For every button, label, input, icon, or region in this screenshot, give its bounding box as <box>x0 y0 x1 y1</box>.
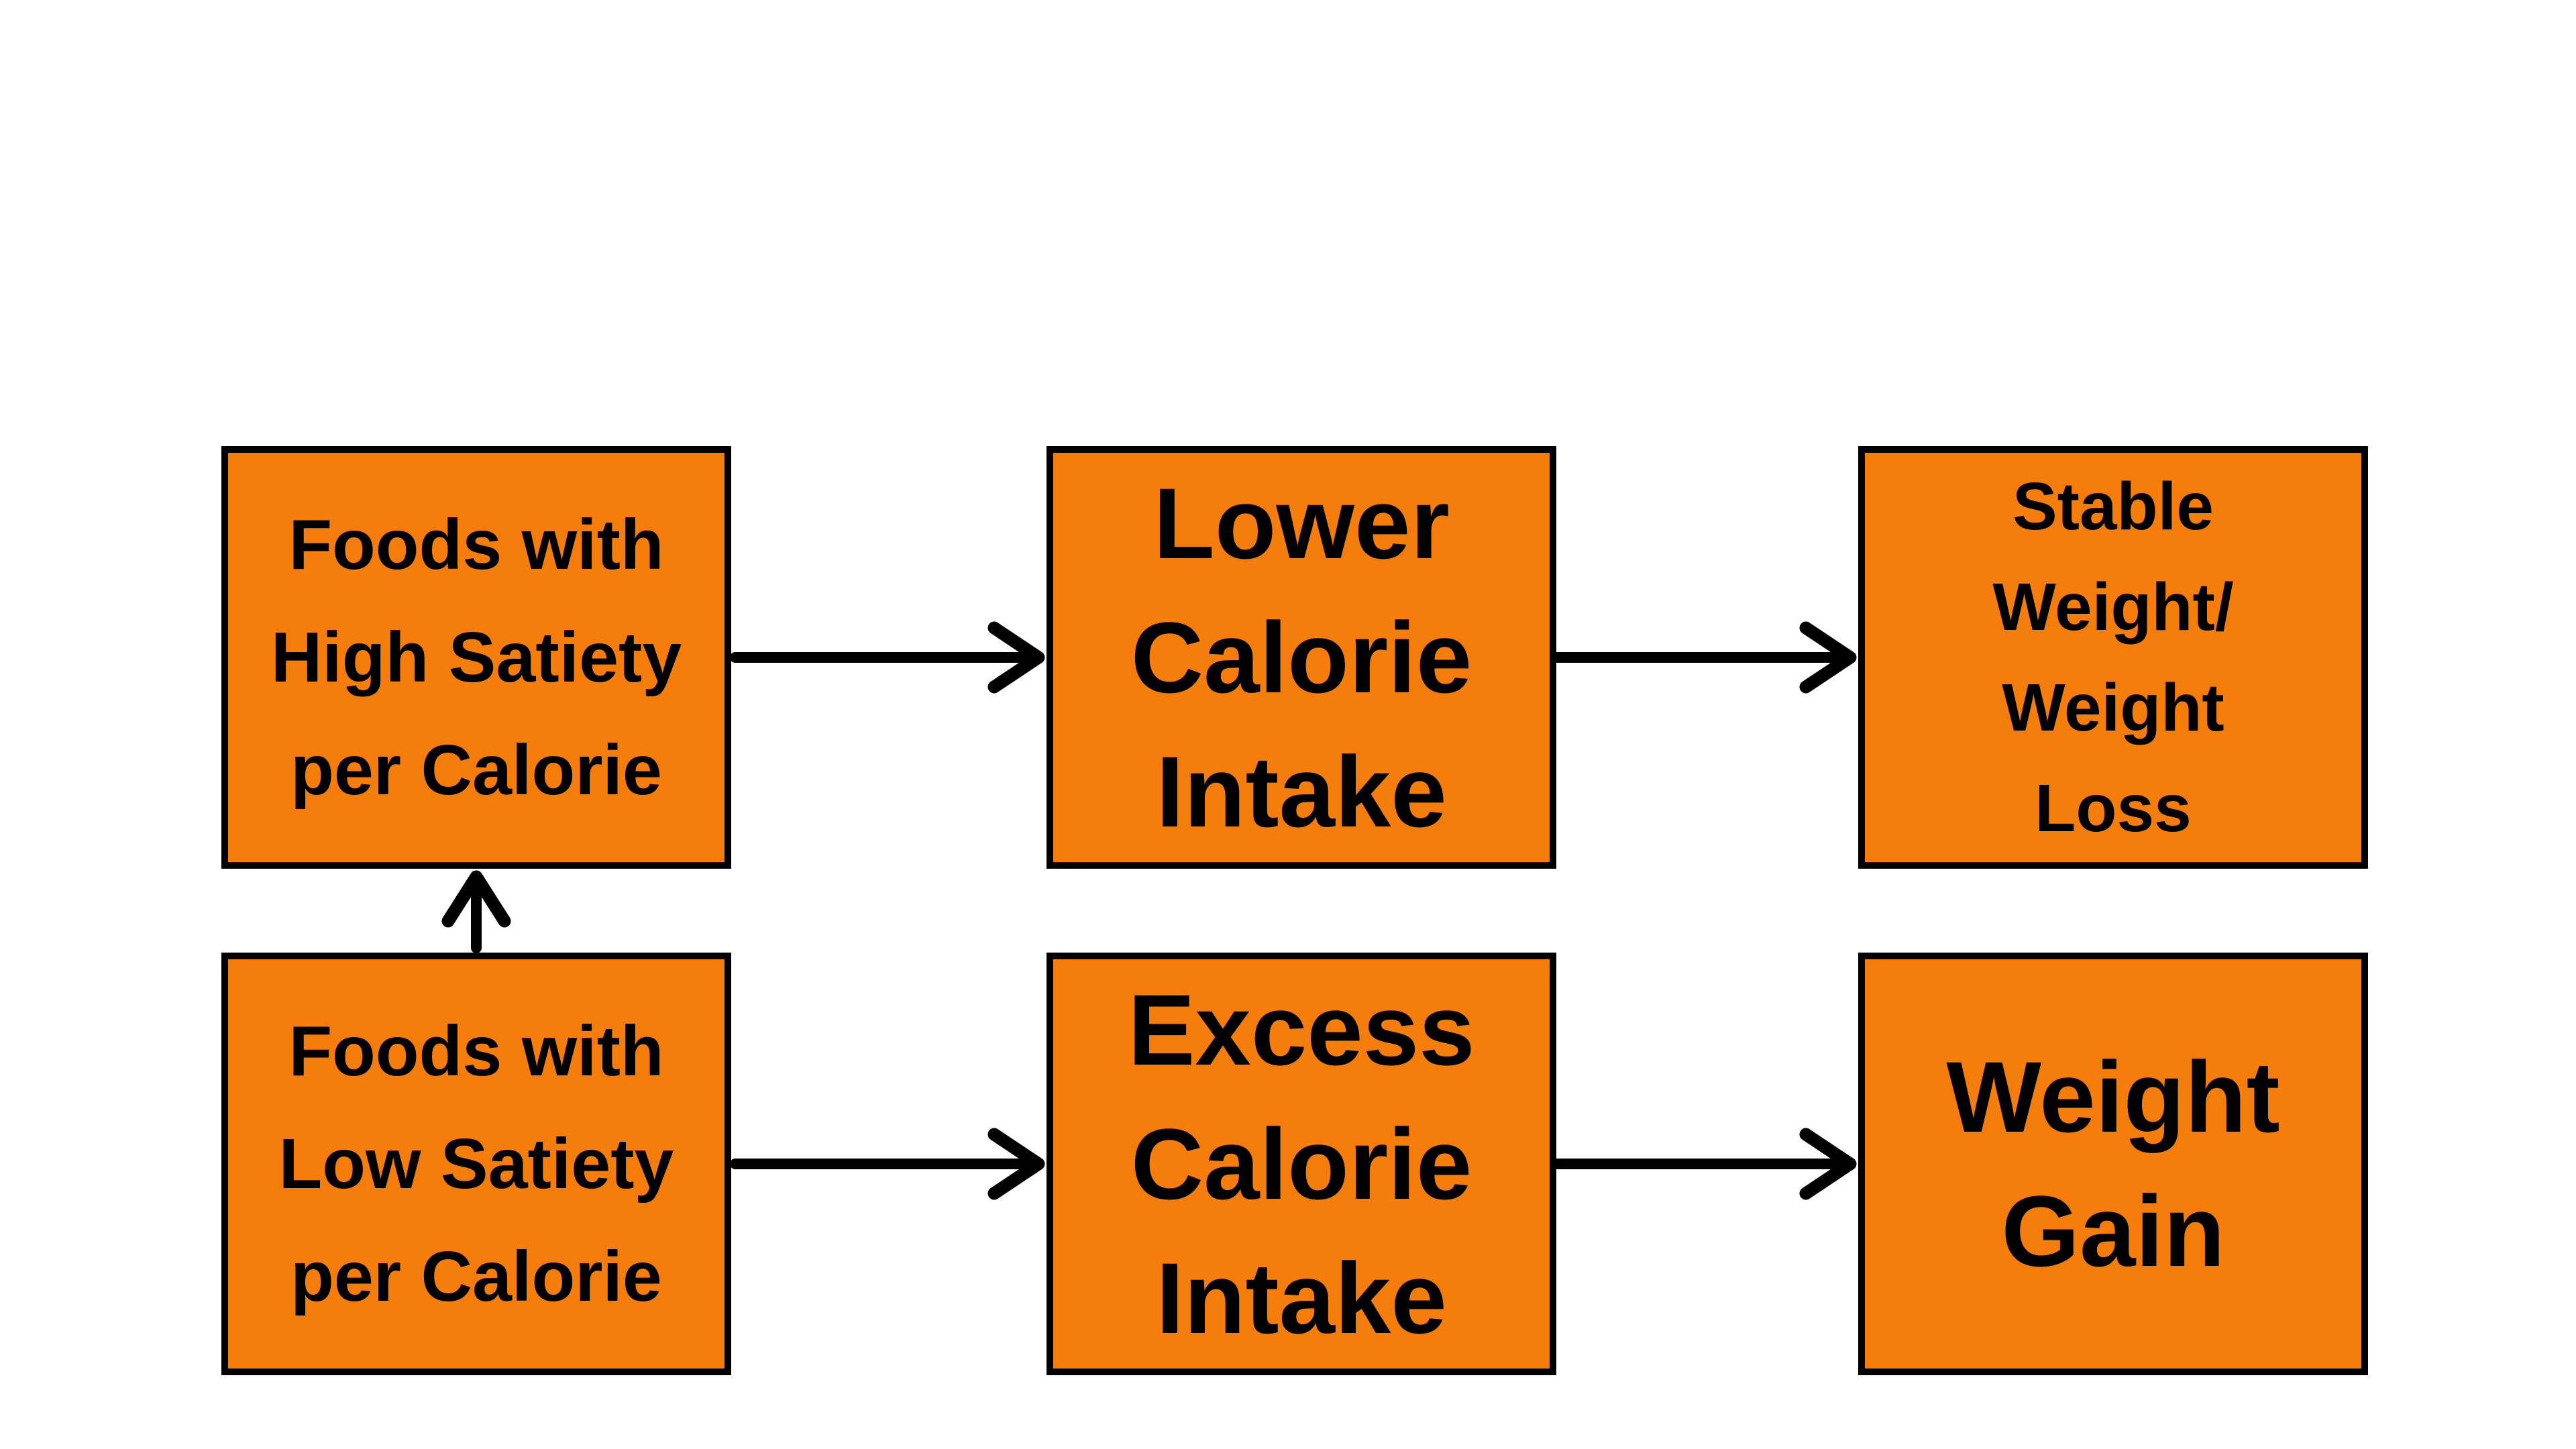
arrow-low-satiety-to-excess-calorie <box>731 1124 1049 1204</box>
box-text-line: Weight/ <box>1992 570 2234 645</box>
box-text-line: Intake <box>1156 735 1447 848</box>
box-text-line: Low Satiety <box>278 1124 674 1203</box>
box-foods-high-satiety: Foods with High Satiety per Calorie <box>221 446 731 869</box>
arrow-excess-calorie-to-weight-gain <box>1554 1124 1861 1204</box>
box-text-line: Foods with <box>288 1012 664 1091</box>
box-text-line: Intake <box>1156 1242 1447 1354</box>
box-text-line: Lower <box>1153 467 1450 580</box>
box-text-line: Weight <box>1946 1040 2280 1153</box>
box-text-line: Weight <box>2002 670 2224 745</box>
box-weight-gain: Weight Gain <box>1858 953 2368 1375</box>
box-lower-calorie-intake: Lower Calorie Intake <box>1046 446 1556 869</box>
box-stable-weight-loss: Stable Weight/ Weight Loss <box>1858 446 2368 869</box>
box-text-line: Calorie <box>1130 601 1472 714</box>
box-text-line: Foods with <box>288 505 664 584</box>
box-text-line: per Calorie <box>290 1237 662 1316</box>
box-text-line: Gain <box>2001 1175 2225 1287</box>
arrow-low-satiety-to-high-satiety <box>423 869 530 953</box>
box-text-line: per Calorie <box>290 731 662 810</box>
arrow-high-satiety-to-lower-calorie <box>731 617 1049 698</box>
box-text-line: Excess <box>1128 973 1475 1086</box>
box-excess-calorie-intake: Excess Calorie Intake <box>1046 953 1556 1375</box>
box-text-line: Stable <box>2012 469 2214 544</box>
box-foods-low-satiety: Foods with Low Satiety per Calorie <box>221 953 731 1375</box>
arrow-lower-calorie-to-stable-weight <box>1554 617 1861 698</box>
box-text-line: Loss <box>2035 771 2192 846</box>
box-text-line: Calorie <box>1130 1108 1472 1220</box>
box-text-line: High Satiety <box>270 618 682 697</box>
